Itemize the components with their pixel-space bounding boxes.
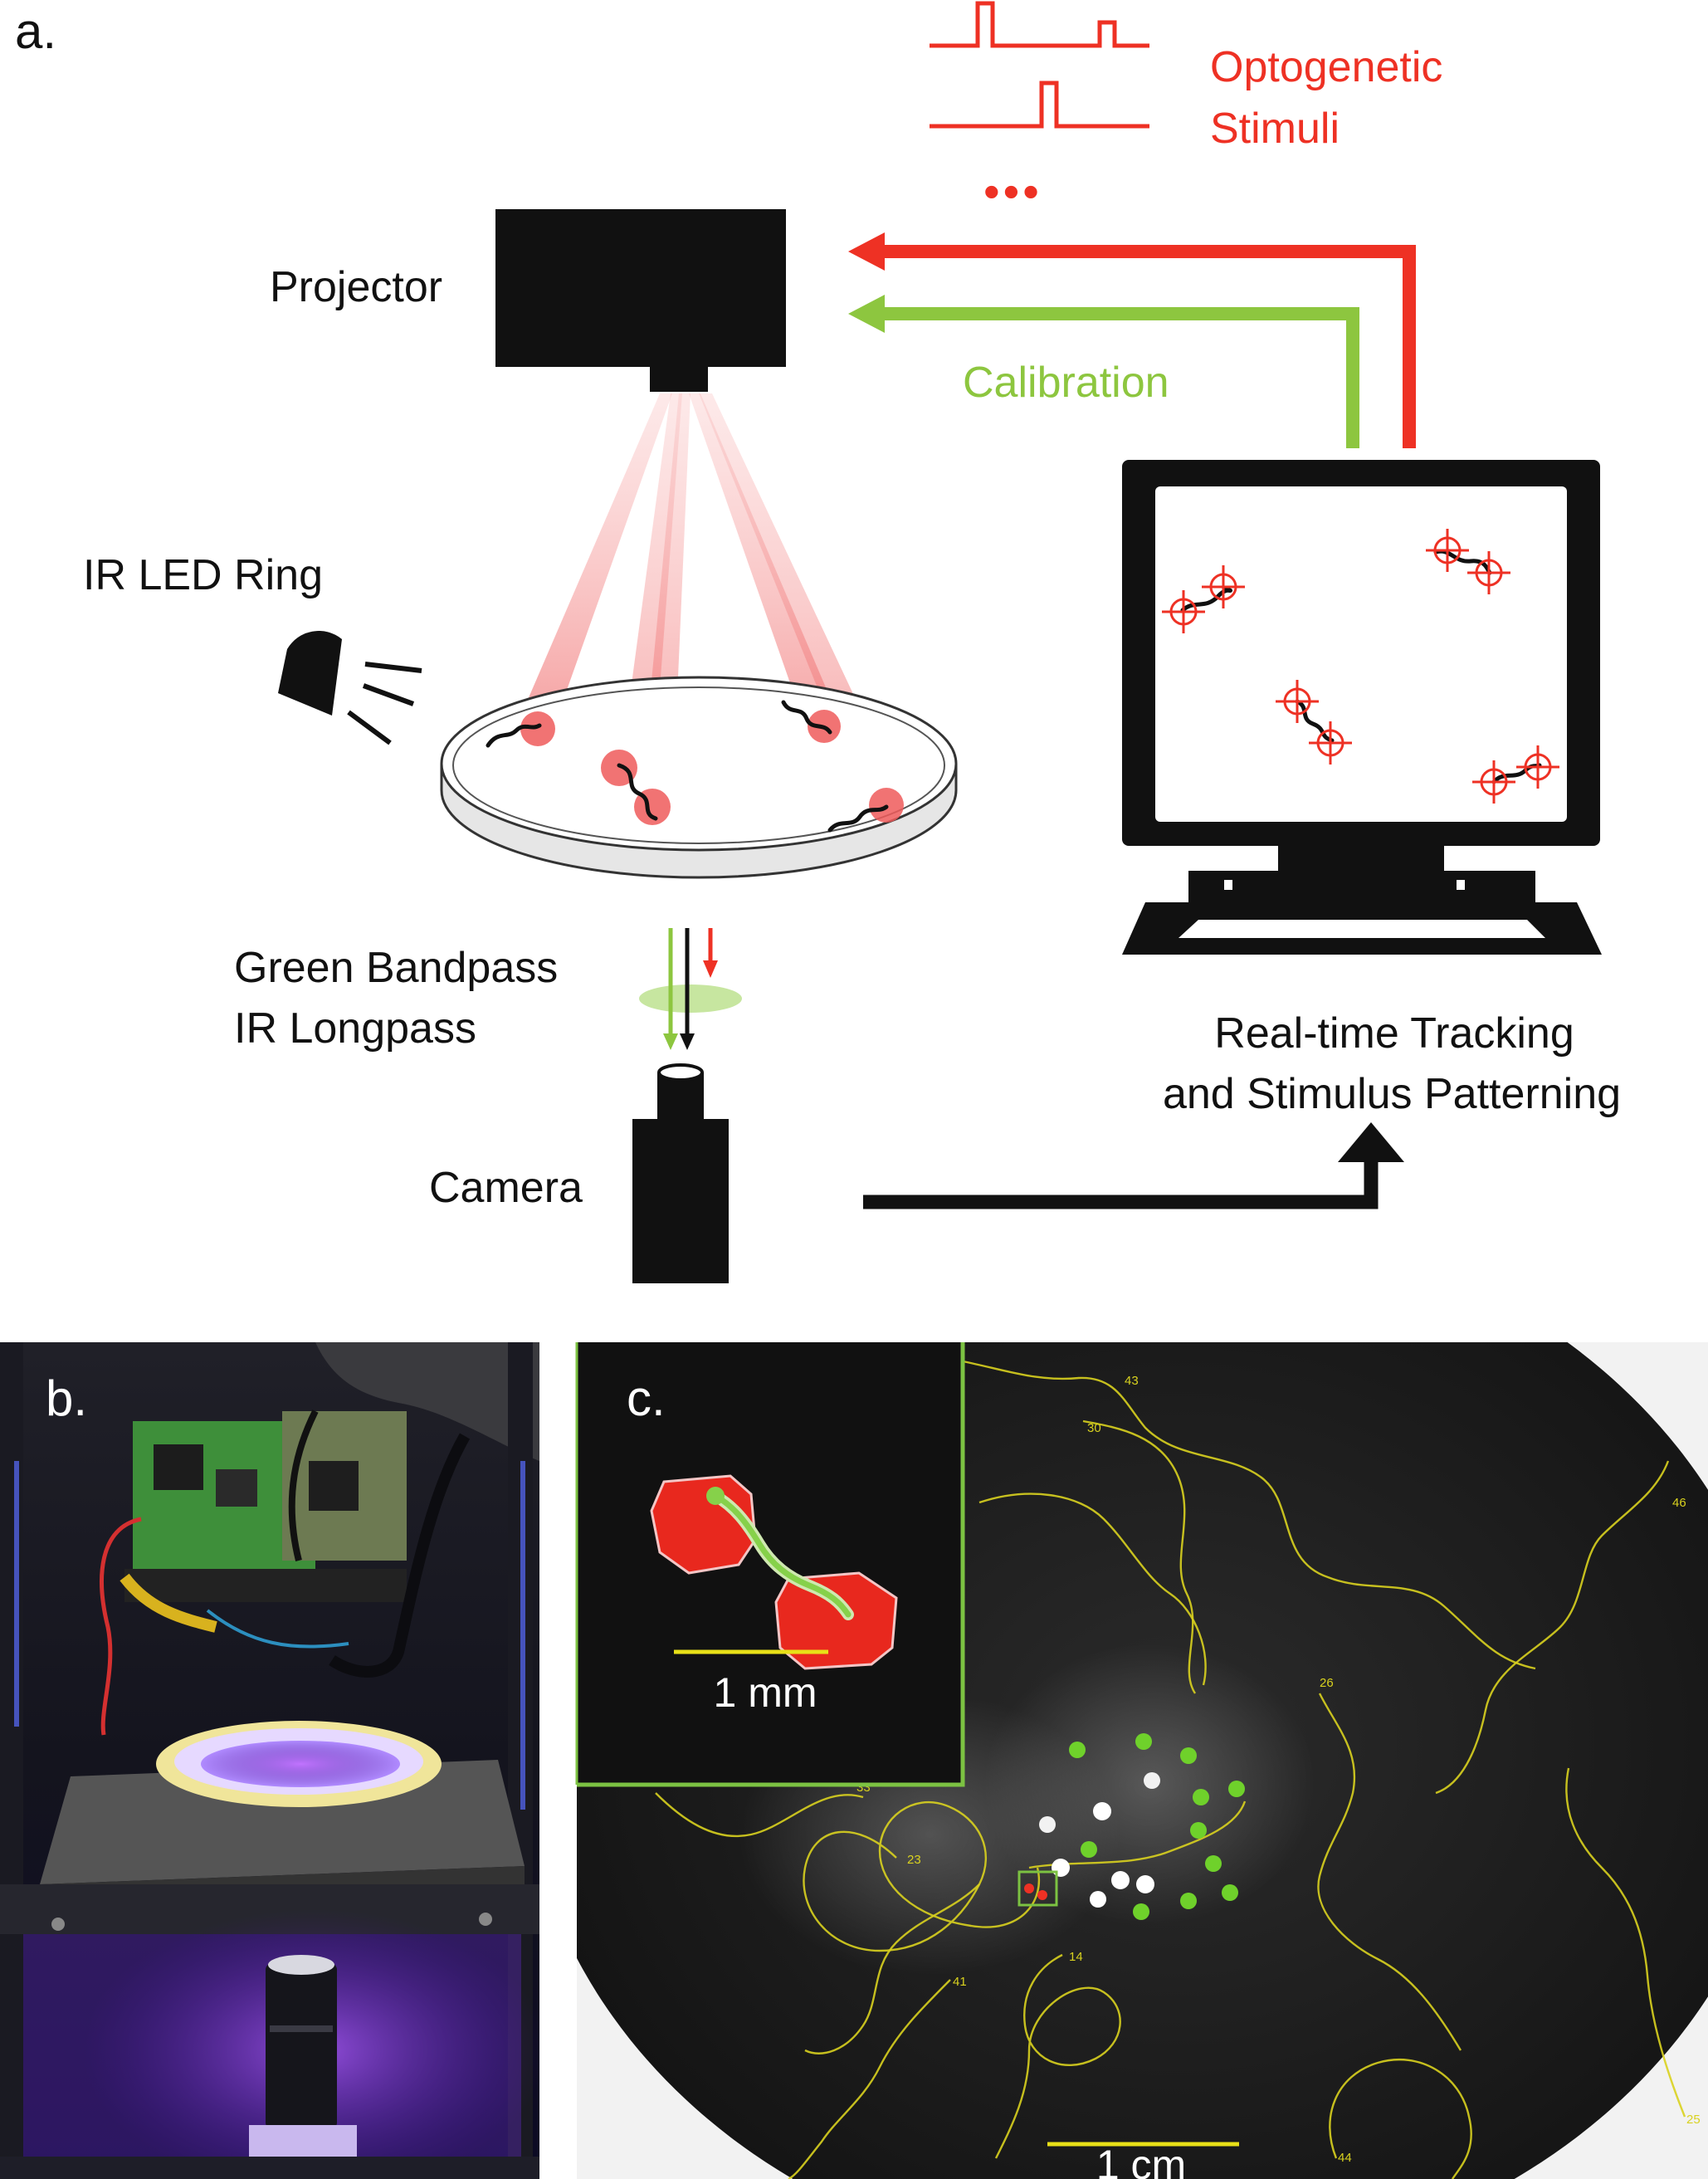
camera-icon: [632, 1063, 729, 1283]
track-id-23: 23: [907, 1853, 921, 1867]
calibration-label: Calibration: [963, 359, 1169, 407]
stimulus-arrow: [881, 245, 1416, 448]
stimuli-ellipsis: •••: [983, 165, 1042, 217]
track-id-43: 43: [1125, 1374, 1139, 1388]
dish-worm-4: [827, 804, 889, 833]
panel-a: a. Optogenetic Stimuli ••• Projector IR: [15, 1, 1621, 1283]
track-id-26: 26: [1320, 1676, 1334, 1690]
panel-b-letter: b.: [46, 1370, 87, 1426]
computer-label-line2: and Stimulus Patterning: [1163, 1070, 1621, 1118]
track-center: [1028, 1800, 1247, 1869]
panel-b-photo: [0, 1342, 539, 2179]
pulse-train-1: [930, 1, 1149, 48]
calibration-arrow: [881, 307, 1359, 448]
track-id-46: 46: [1672, 1496, 1686, 1510]
track-id-labels: 43 30 46 26 23 33 41 14 44 25: [856, 1374, 1701, 2165]
camera-label: Camera: [429, 1164, 583, 1212]
stimulus-pulse-trains: [930, 1, 1149, 129]
optical-rays: [663, 928, 718, 1050]
calibration-dots: [1039, 1733, 1245, 1920]
worm-tracks: [655, 1360, 1686, 2179]
track-id-25: 25: [1686, 2113, 1701, 2127]
computer-label-line1: Real-time Tracking: [1214, 1009, 1574, 1058]
dish-worm-2: [617, 763, 658, 821]
screen-crosshairs: [1162, 529, 1559, 804]
zoom-region-box: [1017, 1870, 1058, 1907]
panel-c-letter: c.: [627, 1370, 666, 1426]
panel-c-inset: 1 mm: [577, 1342, 965, 1787]
ir-led-icon: [278, 631, 422, 745]
track-26: [1317, 1693, 1462, 2051]
filter-label-line2: IR Longpass: [234, 1004, 476, 1053]
track-30: [1082, 1419, 1197, 1694]
track-41: [788, 1979, 951, 2179]
ir-led-label: IR LED Ring: [83, 551, 323, 599]
stimuli-label-line1: Optogenetic: [1210, 43, 1442, 91]
panel-a-letter: a.: [15, 3, 56, 59]
track-44: [1329, 2058, 1472, 2179]
dish-worm-3: [781, 700, 832, 735]
track-46: [1435, 1460, 1670, 1795]
spot-1: [520, 711, 555, 746]
inset-scale-label: 1 mm: [714, 1669, 817, 1716]
track-14: [994, 1953, 1121, 2159]
track-upper-left: [978, 1493, 1207, 1686]
projector-label: Projector: [270, 263, 442, 311]
main-scale-label: 1 cm: [1096, 2142, 1186, 2179]
track-id-14: 14: [1069, 1950, 1083, 1964]
track-25: [1565, 1767, 1686, 2118]
computer-monitor: [1122, 460, 1602, 955]
projector-body: [495, 209, 786, 367]
beam-1: [525, 393, 672, 716]
stimuli-label-line2: Stimuli: [1210, 105, 1340, 153]
track-id-41: 41: [953, 1975, 967, 1989]
spot-2: [601, 750, 637, 786]
track-43: [962, 1360, 1536, 1670]
track-lower-left: [804, 1883, 980, 2054]
petri-dish: [440, 676, 958, 879]
feedback-arrows: [848, 232, 1416, 448]
projector-lens: [650, 367, 708, 392]
track-id-30: 30: [1087, 1421, 1101, 1435]
dish-worm-1: [486, 723, 542, 748]
track-33: [655, 1792, 864, 1838]
track-23: [803, 1800, 1041, 1952]
track-id-44: 44: [1338, 2151, 1352, 2165]
filter-disc: [639, 984, 742, 1013]
filter-label-line1: Green Bandpass: [234, 944, 558, 992]
pulse-train-2: [930, 81, 1149, 129]
camera-to-computer-arrow: [863, 1122, 1404, 1209]
dish-worms: [486, 700, 889, 833]
